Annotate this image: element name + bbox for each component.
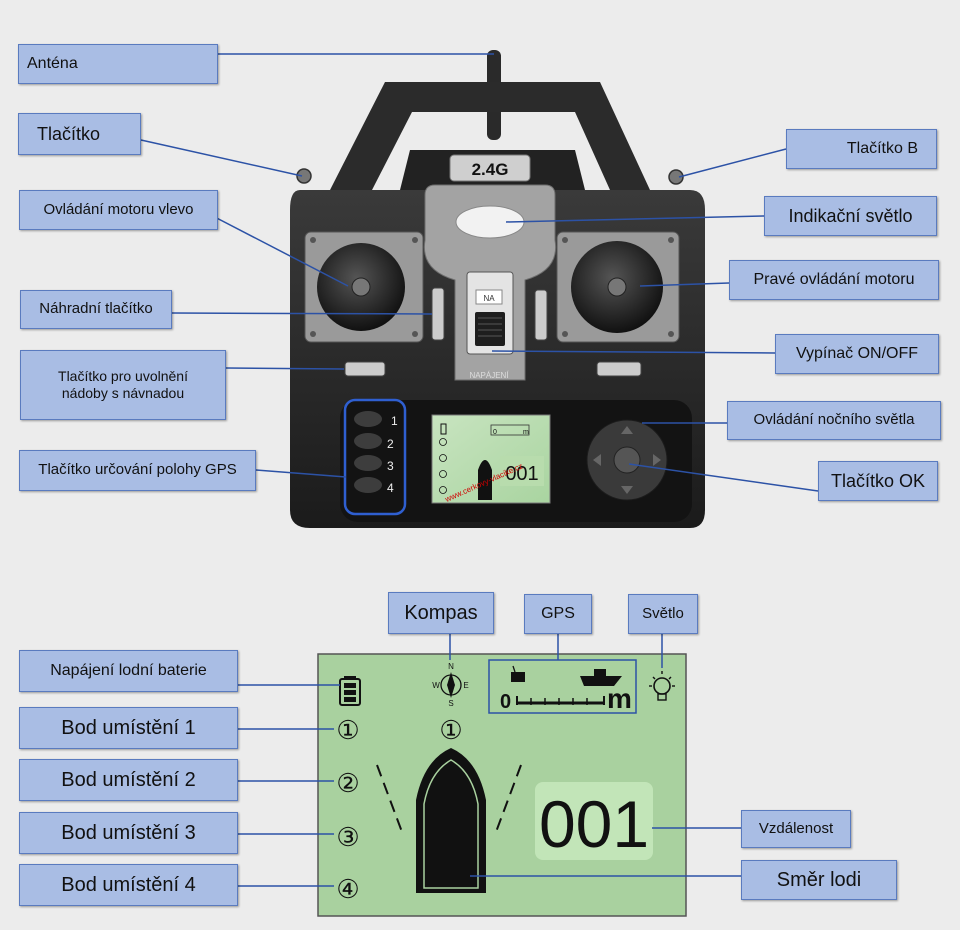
label-distance: Vzdálenost: [741, 810, 851, 848]
label-boat-direction: Směr lodi: [741, 860, 897, 900]
label-point-1: Bod umístění 1: [19, 707, 238, 749]
label-button-a: Tlačítko: [18, 113, 141, 155]
right-stick-tip: [607, 277, 627, 297]
compass-point-marker: ①: [439, 715, 462, 745]
light-bulb-icon: [649, 671, 675, 701]
leader-ok-button: [628, 463, 819, 492]
point-marker-4: ④: [336, 874, 359, 904]
leader-spare-button: [171, 312, 433, 315]
label-indicator-light: Indikační světlo: [764, 196, 937, 236]
mini-scale-zero: 0: [493, 429, 497, 436]
mini-scale-unit: m: [523, 429, 529, 436]
battery-icon: [339, 676, 361, 706]
scale-unit: m: [607, 683, 632, 714]
boat-direction-icon: [416, 748, 486, 893]
compass-icon: N S E W: [432, 662, 468, 708]
lcd-screen: N S E W 0 m: [317, 653, 687, 917]
gps-button-number-2: 2: [387, 437, 394, 451]
distance-box: [535, 782, 653, 860]
power-switch-tag-text: NA: [483, 294, 495, 303]
leader-left-motor: [206, 212, 349, 287]
gps-button-number-1: 1: [391, 414, 398, 428]
power-switch-tag: [475, 289, 503, 305]
power-switch-caption: NAPÁJENÍ: [469, 371, 509, 380]
spare-trim-left: [431, 287, 445, 341]
carry-handle: [330, 82, 650, 190]
leader-bait-release: [225, 367, 345, 370]
distance-value: 001: [539, 787, 649, 861]
label-gps: GPS: [524, 594, 592, 634]
compass-s: S: [448, 699, 453, 708]
gps-button-2: [354, 433, 382, 449]
gps-indicator: 0 m: [488, 659, 637, 714]
model-badge-text: 2.4G: [472, 160, 509, 179]
button-b-knob: [668, 169, 684, 185]
leader-indicator-light: [505, 215, 765, 223]
leader-button-b: [678, 148, 787, 178]
leader-button-a: [140, 139, 303, 177]
label-point-3: Bod umístění 3: [19, 812, 238, 854]
compass-e: E: [463, 681, 468, 690]
label-light: Světlo: [628, 594, 698, 634]
gps-button-number-3: 3: [387, 459, 394, 473]
gps-button-3: [354, 455, 382, 471]
gps-button-number-4: 4: [387, 481, 394, 495]
boat-mini-icon: [580, 676, 622, 686]
label-compass: Kompas: [388, 592, 494, 634]
compass-n: N: [448, 662, 454, 671]
label-point-2: Bod umístění 2: [19, 759, 238, 801]
point-marker-3: ③: [336, 822, 359, 852]
gps-button-1: [354, 411, 382, 427]
label-point-4: Bod umístění 4: [19, 864, 238, 906]
power-switch-slider: [475, 312, 505, 346]
model-badge: [449, 154, 531, 182]
label-button-b: Tlačítko B: [786, 129, 937, 169]
label-battery: Napájení lodní baterie: [19, 650, 238, 692]
gps-buttons-highlight: [343, 398, 407, 516]
right-trim-horizontal: [596, 361, 642, 377]
gps-button-4: [354, 477, 382, 493]
label-night-light: Ovládání nočního světla: [727, 401, 941, 440]
leader-right-motor: [639, 282, 730, 287]
button-a-knob: [296, 168, 312, 184]
label-bait-release: Tlačítko pro uvolnění nádoby s návnadou: [20, 350, 226, 420]
label-gps-buttons: Tlačítko určování polohy GPS: [19, 450, 256, 491]
label-antenna: Anténa: [18, 44, 218, 84]
point-marker-1: ①: [336, 715, 359, 745]
leader-gps-buttons: [255, 469, 347, 478]
label-left-motor: Ovládání motoru vlevo: [19, 190, 218, 230]
scale-zero: 0: [500, 691, 511, 713]
point-marker-2: ②: [336, 768, 359, 798]
controller: 2.4G NA NAPÁJENÍ: [290, 50, 705, 528]
label-spare-button: Náhradní tlačítko: [20, 290, 172, 329]
direction-dash-right: [495, 764, 522, 833]
leader-power-switch: [491, 350, 776, 354]
callout-lines: [140, 53, 819, 887]
compass-w: W: [432, 681, 440, 690]
ok-button: [613, 446, 641, 474]
mini-distance: 001: [505, 463, 538, 485]
label-ok-button: Tlačítko OK: [818, 461, 938, 501]
direction-dash-left: [376, 764, 403, 833]
label-power-switch: Vypínač ON/OFF: [775, 334, 939, 374]
left-stick-tip: [351, 277, 371, 297]
bait-release-switch: [344, 361, 386, 377]
right-trim-vertical: [534, 289, 548, 341]
remote-mini-icon: [511, 672, 525, 682]
label-right-motor: Pravé ovládání motoru: [729, 260, 939, 300]
